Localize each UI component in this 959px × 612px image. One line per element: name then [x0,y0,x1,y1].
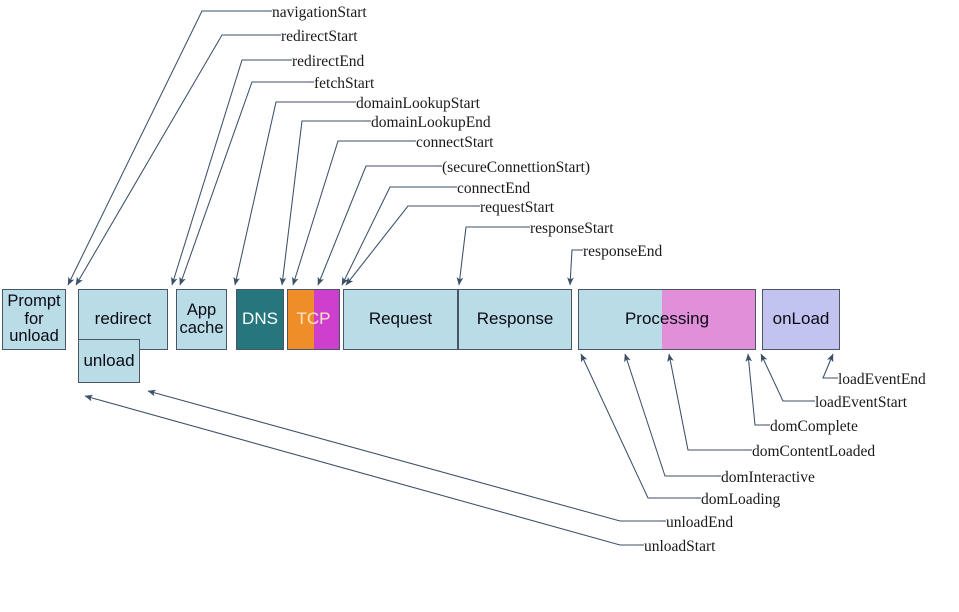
connector-domainLookupEnd [279,120,371,286]
event-label-domainLookupStart: domainLookupStart [356,95,480,112]
event-label-redirectStart: redirectStart [281,28,358,45]
connector-unloadEnd [147,389,666,522]
phase-tcp-label: TCP [296,309,331,329]
connector-responseStart [456,226,530,286]
connector-domContentLoaded [667,353,752,451]
phase-onload: onLoad [762,289,840,350]
phase-request: Request [343,289,458,350]
event-label-domComplete: domComplete [770,418,858,435]
connector-domInteractive [624,353,721,477]
phase-redirect-label: redirect [94,309,152,329]
event-label-redirectEnd: redirectEnd [292,53,365,70]
connector-fetchStart [179,81,314,286]
phase-dns: DNS [236,289,284,350]
event-label-unloadStart: unloadStart [644,538,716,555]
phase-response: Response [458,289,572,350]
event-label-fetchStart: fetchStart [314,75,375,92]
event-label-domInteractive: domInteractive [721,469,815,486]
connector-loadEventStart [760,353,815,402]
phase-request-label: Request [368,309,433,329]
connector-redirectEnd [171,59,292,286]
event-label-navigationStart: navigationStart [272,4,367,21]
phase-unload: unload [78,339,140,383]
connector-navigationStart [67,10,272,286]
event-label-loadEventStart: loadEventStart [815,394,908,411]
connector-unloadStart [84,394,644,546]
phase-processing-secondary-fill [662,290,755,349]
connector-connectStart [292,140,416,286]
event-label-unloadEnd: unloadEnd [666,514,734,531]
phase-unload-label: unload [83,350,135,370]
phase-dns-label: DNS [242,309,278,329]
connector-responseEnd [567,249,583,286]
event-label-domainLookupEnd: domainLookupEnd [371,114,491,131]
event-label-secureConnettionStart: (secureConnettionStart) [442,159,591,176]
event-label-responseStart: responseStart [530,220,614,237]
event-label-requestStart: requestStart [480,199,555,216]
phase-onload-label: onLoad [772,309,830,329]
phase-processing-label: Processing [624,309,710,329]
connector-redirectStart [75,34,281,286]
event-label-loadEventEnd: loadEventEnd [838,371,926,388]
event-label-domContentLoaded: domContentLoaded [752,443,876,460]
phase-processing: Processing [578,289,756,350]
connector-secureConnettionStart [317,165,442,286]
event-label-connectEnd: connectEnd [457,180,531,197]
connector-domComplete [745,353,770,426]
phase-tcp-secondary-fill [314,290,339,349]
phase-tcp: TCP [287,289,340,350]
phase-response-label: Response [476,309,554,329]
connector-requestStart [345,205,480,286]
event-label-responseEnd: responseEnd [583,243,663,260]
connector-loadEventEnd [822,353,838,379]
connector-connectEnd [341,186,457,286]
connector-domainLookupStart [233,101,356,286]
connector-domLoading [580,353,701,499]
event-label-domLoading: domLoading [701,491,781,508]
event-label-connectStart: connectStart [416,134,494,151]
